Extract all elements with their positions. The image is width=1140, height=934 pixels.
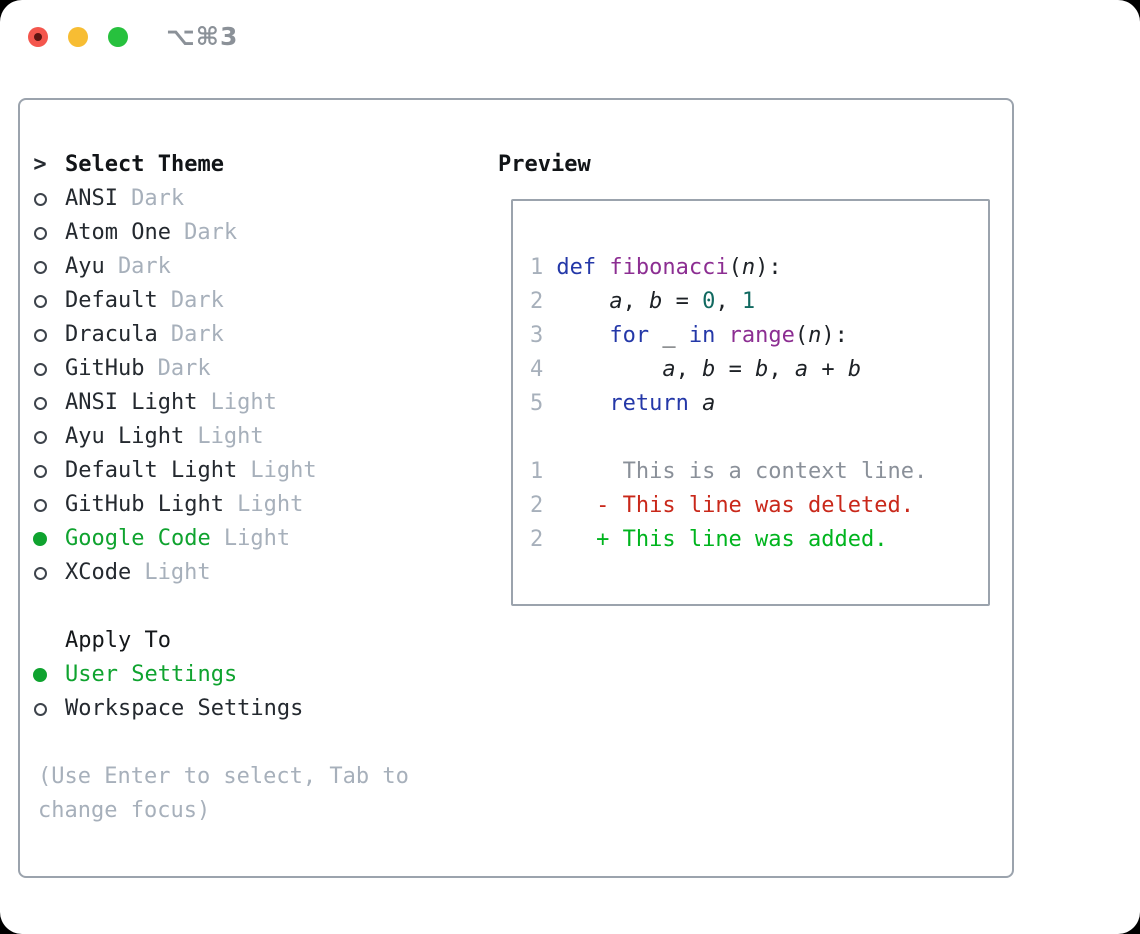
theme-option-github[interactable]: GitHub Dark — [33, 352, 473, 386]
theme-option-ayu-light[interactable]: Ayu Light Light — [33, 420, 473, 454]
preview-header-row: Preview — [498, 148, 990, 182]
line-number: 5 — [530, 391, 544, 416]
theme-variant-label: Light — [237, 492, 304, 517]
apply-option-user-settings[interactable]: User Settings — [33, 658, 473, 692]
apply-option-label: Workspace Settings — [65, 696, 304, 721]
minimize-button[interactable] — [68, 27, 88, 47]
apply-option-workspace-settings[interactable]: Workspace Settings — [33, 692, 473, 726]
radio-unselected-icon — [33, 396, 47, 410]
preview-title: Preview — [498, 152, 591, 177]
line-number: 1 — [530, 255, 544, 280]
radio-unselected-icon — [33, 702, 47, 716]
line-number: 4 — [530, 357, 544, 382]
focus-caret: > — [33, 152, 47, 177]
diff-line-added: 2 + This line was added. — [530, 523, 974, 557]
radio-selected-icon — [33, 668, 47, 682]
code-line: 3 for _ in range(n): — [530, 319, 974, 353]
theme-option-github-light[interactable]: GitHub Light Light — [33, 488, 473, 522]
theme-variant-label: Light — [197, 424, 264, 449]
radio-unselected-icon — [33, 430, 47, 444]
radio-unselected-icon — [33, 566, 47, 580]
radio-unselected-icon — [33, 362, 47, 376]
theme-variant-label: Light — [223, 526, 291, 551]
radio-unselected-icon — [33, 260, 47, 274]
theme-variant-label: Light — [250, 458, 317, 483]
hint-text: (Use Enter to select, Tab to change focu… — [38, 764, 409, 823]
theme-option-google-code[interactable]: Google Code Light — [33, 522, 473, 556]
theme-option-ayu[interactable]: Ayu Dark — [33, 250, 473, 284]
theme-name: ANSI Light — [65, 390, 198, 415]
theme-option-ansi[interactable]: ANSI Dark — [33, 182, 473, 216]
window-title: ⌥⌘3 — [166, 22, 239, 51]
theme-option-atom-one[interactable]: Atom One Dark — [33, 216, 473, 250]
line-number: 1 — [530, 459, 544, 484]
radio-selected-icon — [33, 532, 47, 546]
code-line: 4 a, b = b, a + b — [530, 353, 974, 387]
theme-name: Dracula — [65, 322, 158, 347]
theme-name: Ayu — [65, 254, 105, 279]
radio-unselected-icon — [33, 226, 47, 240]
radio-unselected-icon — [33, 498, 47, 512]
theme-name: GitHub Light — [65, 492, 224, 517]
theme-variant-label: Dark — [117, 254, 171, 279]
theme-option-dracula[interactable]: Dracula Dark — [33, 318, 473, 352]
radio-unselected-icon — [33, 464, 47, 478]
theme-variant-label: Dark — [157, 356, 211, 381]
theme-variant-label: Light — [210, 390, 277, 415]
line-number: 3 — [530, 323, 544, 348]
code-line: 2 a, b = 0, 1 — [530, 285, 974, 319]
select-theme-title: Select Theme — [65, 152, 224, 177]
diff-text: This is a context line. — [556, 459, 928, 484]
apply-to-title: Apply To — [65, 628, 171, 653]
radio-unselected-icon — [33, 192, 47, 206]
theme-option-xcode[interactable]: XCode Light — [33, 556, 473, 590]
radio-unselected-icon — [33, 294, 47, 308]
line-number: 2 — [530, 527, 544, 552]
diff-line-deleted: 2 - This line was deleted. — [530, 489, 974, 523]
theme-variant-label: Light — [144, 560, 211, 585]
line-number: 2 — [530, 493, 544, 518]
theme-name: Default Light — [65, 458, 238, 483]
diff-text: + This line was added. — [556, 527, 888, 552]
theme-variant-label: Dark — [131, 186, 185, 211]
theme-variant-label: Dark — [170, 288, 224, 313]
radio-unselected-icon — [33, 328, 47, 342]
theme-name: Default — [65, 288, 158, 313]
theme-variant-label: Dark — [170, 322, 224, 347]
titlebar: ⌥⌘3 — [0, 0, 1140, 98]
close-button[interactable] — [28, 27, 48, 47]
theme-name: Atom One — [65, 220, 171, 245]
theme-name: GitHub — [65, 356, 145, 381]
select-theme-header-row: > Select Theme — [33, 148, 473, 182]
theme-name: Ayu Light — [65, 424, 185, 449]
theme-option-default[interactable]: Default Dark — [33, 284, 473, 318]
line-number: 2 — [530, 289, 544, 314]
theme-option-default-light[interactable]: Default Light Light — [33, 454, 473, 488]
diff-preview: 1 This is a context line.2 - This line w… — [530, 455, 974, 557]
theme-variant-label: Dark — [184, 220, 238, 245]
maximize-button[interactable] — [108, 27, 128, 47]
diff-text: - This line was deleted. — [556, 493, 914, 518]
apply-option-label: User Settings — [65, 662, 238, 687]
unsaved-indicator-dot — [34, 33, 42, 41]
diff-line-context: 1 This is a context line. — [530, 455, 974, 489]
theme-name: ANSI — [65, 186, 118, 211]
code-line: 5 return a — [530, 387, 974, 421]
theme-name: XCode — [65, 560, 132, 585]
theme-name: Google Code — [65, 526, 211, 551]
theme-option-ansi-light[interactable]: ANSI Light Light — [33, 386, 473, 420]
apply-to-header-row: Apply To — [33, 624, 473, 658]
